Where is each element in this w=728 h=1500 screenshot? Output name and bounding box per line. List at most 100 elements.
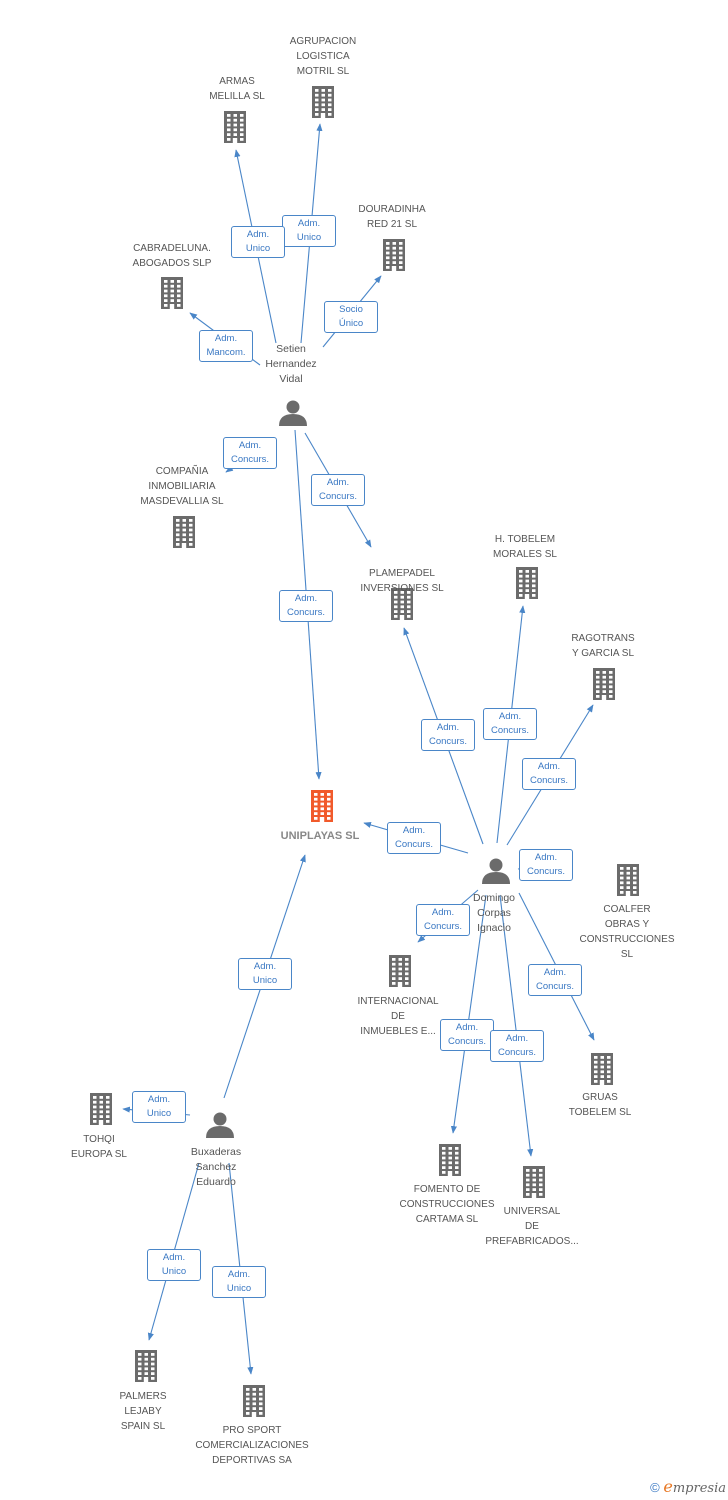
building-icon-tohqi[interactable]	[90, 1093, 112, 1125]
edge-label-setien-to-cabradeluna[interactable]: Adm. Mancom.	[199, 330, 253, 362]
building-icon-internacional[interactable]	[389, 955, 411, 987]
edge-label-line: Unico	[161, 1266, 187, 1277]
node-label-setien[interactable]: Setien Hernandez Vidal	[265, 343, 317, 385]
person-icon-domingo[interactable]	[482, 858, 510, 885]
edge-domingo-to-fomento	[450, 894, 487, 1134]
footer-brand: © empresia	[650, 1477, 726, 1496]
person-icon-setien[interactable]	[279, 400, 307, 427]
edge-label-buxaderas-to-tohqi[interactable]: Adm. Unico	[132, 1091, 186, 1123]
building-icon-cabradeluna[interactable]	[161, 277, 183, 309]
building-icon-palmers[interactable]	[135, 1350, 157, 1382]
edge-label-line: Adm.	[455, 1022, 479, 1033]
edge-label-buxaderas-to-prosport[interactable]: Adm. Unico	[212, 1266, 266, 1298]
edge-label-line: Único	[338, 318, 364, 329]
building-icon-agrupacion[interactable]	[312, 86, 334, 118]
copyright-symbol: ©	[650, 1480, 660, 1495]
edge-label-line: Concurs.	[490, 725, 529, 736]
edge-label-setien-to-plamepadel[interactable]: Adm. Concurs.	[311, 474, 365, 506]
edge-label-domingo-to-gruas[interactable]: Adm. Concurs.	[528, 964, 582, 996]
building-icon-universal[interactable]	[523, 1166, 545, 1198]
edge-label-domingo-to-universal[interactable]: Adm. Concurs.	[490, 1030, 544, 1062]
building-icon-armas[interactable]	[224, 111, 246, 143]
node-label-douradinha[interactable]: DOURADINHA RED 21 SL	[358, 204, 426, 230]
edge-label-domingo-to-fomento[interactable]: Adm. Concurs.	[440, 1019, 494, 1051]
edge-label-line: Unico	[146, 1108, 172, 1119]
edge-label-line: Mancom.	[206, 347, 246, 358]
building-icon-ragotrans[interactable]	[593, 668, 615, 700]
edge-label-line: Unico	[245, 243, 271, 254]
edge-label-line: Adm.	[505, 1033, 529, 1044]
edge-label-line: Concurs.	[497, 1047, 536, 1058]
edge-label-line: Concurs.	[526, 866, 565, 877]
edge-label-domingo-to-coalfer[interactable]: Adm.Concurs.	[519, 849, 573, 881]
building-icon-compania[interactable]	[173, 516, 195, 548]
edge-label-domingo-to-ragotrans[interactable]: Adm.Concurs.	[522, 758, 576, 790]
edge-label-setien-to-compania[interactable]: Adm.Concurs.	[223, 437, 277, 469]
edge-label-line: Concurs.	[535, 981, 574, 992]
node-label-prosport[interactable]: PRO SPORT COMERCIALIZACIONES DEPORTIVAS …	[195, 1425, 309, 1466]
node-label-domingo[interactable]: Domingo Corpas Ignacio	[472, 892, 516, 934]
building-icon-douradinha[interactable]	[383, 239, 405, 271]
node-label-palmers[interactable]: PALMERS LEJABY SPAIN SL	[119, 1391, 167, 1432]
building-icon-gruas[interactable]	[591, 1053, 613, 1085]
edge-label-line: Adm.	[253, 961, 277, 972]
edge-label-line: Adm.	[214, 333, 238, 344]
node-label-agrupacion[interactable]: AGRUPACION LOGISTICA MOTRIL SL	[289, 36, 357, 77]
edge-label-line: Concurs.	[447, 1036, 486, 1047]
building-icon-plamepadel[interactable]	[391, 588, 413, 620]
building-icon-prosport[interactable]	[243, 1385, 265, 1417]
edge-label-line: Adm.	[402, 825, 426, 836]
building-icon-uniplayas[interactable]	[311, 790, 333, 822]
edge-label-line: Concurs.	[529, 775, 568, 786]
node-label-ragotrans[interactable]: RAGOTRANS Y GARCIA SL	[571, 633, 635, 659]
edge-label-line: Adm.	[498, 711, 522, 722]
edge-label-domingo-to-internacional[interactable]: Adm. Concurs.	[416, 904, 470, 936]
edge-label-setien-to-armas[interactable]: Adm. Unico	[231, 226, 285, 258]
edge-label-domingo-to-plamepadel[interactable]: Adm. Concurs.	[421, 719, 475, 751]
node-label-uniplayas[interactable]: UNIPLAYAS SL	[280, 830, 360, 842]
node-label-gruas[interactable]: GRUAS TOBELEM SL	[568, 1092, 632, 1118]
edge-label-line: Adm.	[297, 218, 321, 229]
node-label-fomento[interactable]: FOMENTO DE CONSTRUCCIONES CARTAMA SL	[399, 1184, 495, 1225]
edge-label-line: Adm.	[227, 1269, 251, 1280]
node-label-compania[interactable]: COMPAÑIA INMOBILIARIA MASDEVALLIA SL	[140, 466, 224, 507]
edge-label-setien-to-uniplayas[interactable]: Adm.Concurs.	[279, 590, 333, 622]
edge-label-line: Concurs.	[394, 839, 433, 850]
edge-label-line: Adm.	[246, 229, 270, 240]
node-label-buxaderas[interactable]: Buxaderas Sanchez Eduardo	[190, 1146, 242, 1188]
node-label-universal[interactable]: UNIVERSAL DE PREFABRICADOS...	[485, 1206, 579, 1247]
node-label-coalfer[interactable]: COALFER OBRAS Y CONSTRUCCIONES SL	[579, 904, 675, 960]
edge-label-line: Concurs.	[318, 491, 357, 502]
edge-label-line: Adm.	[543, 967, 567, 978]
edge-label-line: Adm.	[326, 477, 350, 488]
building-icon-coalfer[interactable]	[617, 864, 639, 896]
building-icon-tobelem_morales[interactable]	[516, 567, 538, 599]
edge-label-line: Concurs.	[286, 607, 325, 618]
edge-label-line: Concurs.	[230, 454, 269, 465]
edge-label-domingo-to-uniplayas[interactable]: Adm. Concurs.	[387, 822, 441, 854]
building-icon-fomento[interactable]	[439, 1144, 461, 1176]
edge-label-line: Unico	[296, 232, 322, 243]
edge-label-line: Concurs.	[428, 736, 467, 747]
node-label-tohqi[interactable]: TOHQI EUROPA SL	[71, 1134, 127, 1160]
node-label-tobelem_morales[interactable]: H. TOBELEM MORALES SL	[493, 534, 557, 560]
node-label-cabradeluna[interactable]: CABRADELUNA. ABOGADOS SLP	[132, 243, 212, 269]
edge-label-buxaderas-to-uniplayas[interactable]: Adm. Unico	[238, 958, 292, 990]
edge-label-line: Adm.	[436, 722, 460, 733]
edge-label-line: Unico	[226, 1283, 252, 1294]
person-icon-buxaderas[interactable]	[206, 1112, 234, 1139]
edge-label-line: Adm.	[431, 907, 455, 918]
node-label-plamepadel[interactable]: PLAMEPADEL INVERSIONES SL	[360, 568, 444, 594]
edge-label-line: Concurs.	[423, 921, 462, 932]
edge-label-buxaderas-to-palmers[interactable]: Adm.Unico	[147, 1249, 201, 1281]
edge-label-domingo-to-tobelem_morales[interactable]: Adm. Concurs.	[483, 708, 537, 740]
edge-label-line: Socio	[339, 304, 363, 315]
edge-label-setien-to-agrupacion[interactable]: Adm. Unico	[282, 215, 336, 247]
empresia-logo: empresia	[663, 1477, 726, 1496]
edge-label-line: Unico	[252, 975, 278, 986]
edge-label-line: Adm.	[147, 1094, 171, 1105]
node-label-armas[interactable]: ARMAS MELILLA SL	[209, 76, 265, 102]
node-label-internacional[interactable]: INTERNACIONAL DE INMUEBLES E...	[357, 996, 439, 1037]
edge-domingo-to-universal	[499, 894, 534, 1157]
